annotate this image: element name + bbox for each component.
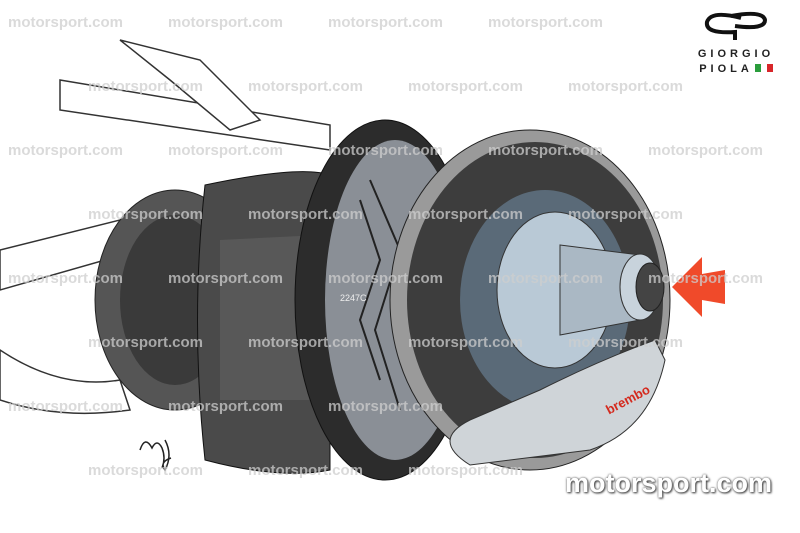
- logo-line2: PIOLA: [699, 63, 753, 75]
- logo-line2-row: PIOLA: [690, 62, 782, 77]
- part-label: 2247C: [340, 293, 367, 303]
- gp-logo-icon: [704, 11, 768, 40]
- italian-flag-icon: [754, 64, 773, 72]
- artist-signature: [139, 439, 172, 472]
- logo-line1: GIORGIO: [697, 48, 775, 60]
- giorgio-piola-logo: GIORGIO PIOLA: [690, 8, 782, 77]
- red-arrow-icon: [672, 257, 725, 317]
- brake-caliper: [449, 339, 666, 466]
- motorsport-watermark-large: motorsport.com: [565, 468, 773, 498]
